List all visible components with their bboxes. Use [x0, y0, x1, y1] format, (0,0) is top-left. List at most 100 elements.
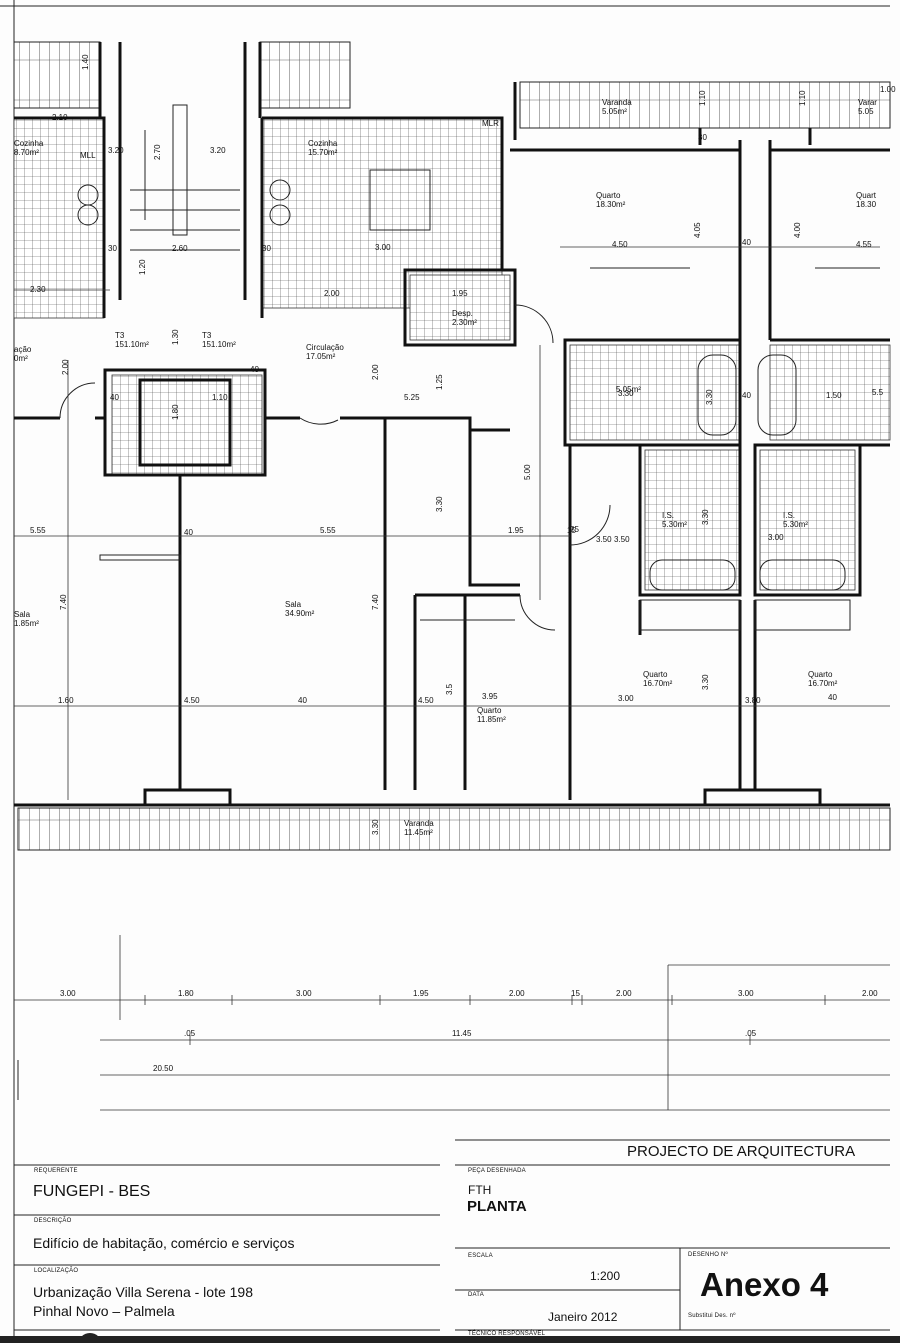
dim-label-61: MLR	[482, 119, 499, 128]
bottom-dim-row1-4: 1.95	[413, 989, 429, 998]
bottom-dim-row2-3: .05	[745, 1029, 757, 1038]
dim-label-59: 1.10	[212, 393, 228, 402]
wc-2-3-walls	[638, 443, 862, 597]
peca-code: FTH	[468, 1183, 492, 1197]
dim-label-60: MLL	[80, 151, 96, 160]
bottom-dim-row2-2: 11.45	[452, 1029, 472, 1038]
room-area-cozinha-l: 8.70m²	[14, 148, 39, 157]
wc-2-tiles	[644, 449, 741, 591]
room-name-wc-2: I.S.	[662, 511, 674, 520]
dim-label-55: 1.00	[880, 85, 896, 94]
bottom-dim-row2-1: .05	[184, 1029, 196, 1038]
sink-right-1	[269, 179, 291, 201]
bottom-dim-row1-9: 2.00	[862, 989, 878, 998]
bathtub-4	[759, 559, 846, 591]
bottom-edge	[0, 1336, 900, 1343]
dim-label-10: 2.00	[324, 289, 340, 298]
bathtub-2	[757, 354, 797, 436]
room-name-quarto-2: Quarto	[477, 706, 502, 715]
dim-label-56: 2.10	[52, 113, 68, 122]
room-name-varanda-top-r: Varar	[858, 98, 877, 107]
dim-label-46: 40	[298, 696, 307, 705]
room-name-quarto-3: Quarto	[643, 670, 668, 679]
room-area-wc-2: 5.30m²	[662, 520, 687, 529]
bottom-dim-row1-6: 15	[571, 989, 580, 998]
room-area-t3-r: 151.10m²	[202, 340, 236, 349]
descricao-value: Edifício de habitação, comércio e serviç…	[33, 1235, 295, 1251]
room-area-quarto-4: 16.70m²	[808, 679, 838, 688]
dim-label-40: 7.40	[59, 594, 68, 610]
dim-label-35: 3.30	[701, 509, 710, 525]
bottom-dim-row1-7: 2.00	[616, 989, 632, 998]
dim-label-16: 4.55	[856, 240, 872, 249]
room-labels: Cozinha8.70m²Cozinha15.70m²Varanda5.05m²…	[14, 98, 884, 837]
room-name-t3-r: T3	[202, 331, 212, 340]
data-value: Janeiro 2012	[548, 1310, 618, 1324]
substitui-label: Substitui Des. nº	[688, 1313, 736, 1319]
room-area-quarto-1: 18.30m²	[596, 200, 626, 209]
dim-label-17: 30	[698, 133, 707, 142]
dim-label-45: 4.50	[184, 696, 200, 705]
stair-handrail	[172, 104, 188, 236]
core-tiles	[111, 374, 263, 476]
kitchen-left-tiles	[13, 117, 105, 319]
quarto-top-walls	[510, 140, 890, 340]
room-area-varanda-top-r: 5.05	[858, 107, 874, 116]
dim-label-62: 25	[570, 525, 579, 534]
dim-label-22: 1.30	[171, 329, 180, 345]
project-heading: PROJECTO DE ARQUITECTURA	[627, 1143, 856, 1160]
room-area-sala-l: 1.85m²	[14, 619, 39, 628]
dim-label-14: 40	[742, 238, 751, 247]
dim-label-30: 40	[742, 391, 751, 400]
bottom-dim-row1-3: 3.00	[296, 989, 312, 998]
bottom-dim-lines	[14, 935, 890, 1111]
dim-label-20: 40	[250, 365, 259, 374]
bottom-dim-row3-1: 20.50	[153, 1064, 174, 1073]
stair-walls	[98, 42, 262, 300]
dim-label-23: 2.00	[61, 359, 70, 375]
dim-label-41: 7.40	[371, 594, 380, 610]
room-area-t3-l: 151.10m²	[115, 340, 149, 349]
bottom-circle-mark	[78, 1333, 102, 1343]
sink-left-2	[77, 204, 99, 226]
dim-label-4: 2.70	[153, 144, 162, 160]
room-area-varanda-bottom: 11.45m²	[404, 828, 433, 837]
dim-label-11: 1.95	[452, 289, 468, 298]
room-name-quarto-4: Quarto	[808, 670, 833, 679]
dim-label-50: 3.00	[618, 694, 634, 703]
wc-1r-tiles	[769, 344, 891, 441]
dining-table	[369, 169, 431, 231]
dim-label-48: 3.5	[445, 683, 454, 695]
room-area-wc-1r: 5.5	[872, 388, 884, 397]
dim-label-31: 3.30	[705, 389, 714, 405]
dim-label-34: 15	[567, 526, 576, 535]
dim-label-28: 3.30	[618, 389, 634, 398]
varanda-top	[519, 81, 891, 129]
localizacao-line1: Urbanização Villa Serena - lote 198	[33, 1284, 253, 1300]
room-name-circ-l: ação	[14, 345, 32, 354]
room-name-quarto-1: Quarto	[596, 191, 621, 200]
room-name-sala-l: Sala	[14, 610, 31, 619]
dim-label-9: 3.00	[375, 243, 391, 252]
desp-tiles	[409, 274, 511, 341]
room-name-circ-r: Circulação	[306, 343, 344, 352]
kitchen-right-walls	[260, 116, 504, 318]
desp-walls	[403, 268, 517, 347]
varanda-bottom	[17, 807, 891, 851]
dim-label-2: 3.20	[108, 146, 124, 155]
dim-label-13: 4.50	[612, 240, 628, 249]
dim-label-32: 5.00	[523, 464, 532, 480]
room-name-t3-l: T3	[115, 331, 125, 340]
dim-label-7: 30	[108, 244, 117, 253]
dim-label-49: 3.95	[482, 692, 498, 701]
top-stair-right	[259, 41, 351, 109]
dim-label-15: 4.00	[793, 222, 802, 238]
room-area-wc-1: 5.05m²	[616, 385, 641, 394]
dim-label-21: 40	[110, 393, 119, 402]
room-name-cozinha-r: Cozinha	[308, 139, 338, 148]
stair-steps	[130, 130, 240, 251]
requerente-label: REQUERENTE	[34, 1168, 78, 1174]
localizacao-line2: Pinhal Novo – Palmela	[33, 1303, 175, 1319]
